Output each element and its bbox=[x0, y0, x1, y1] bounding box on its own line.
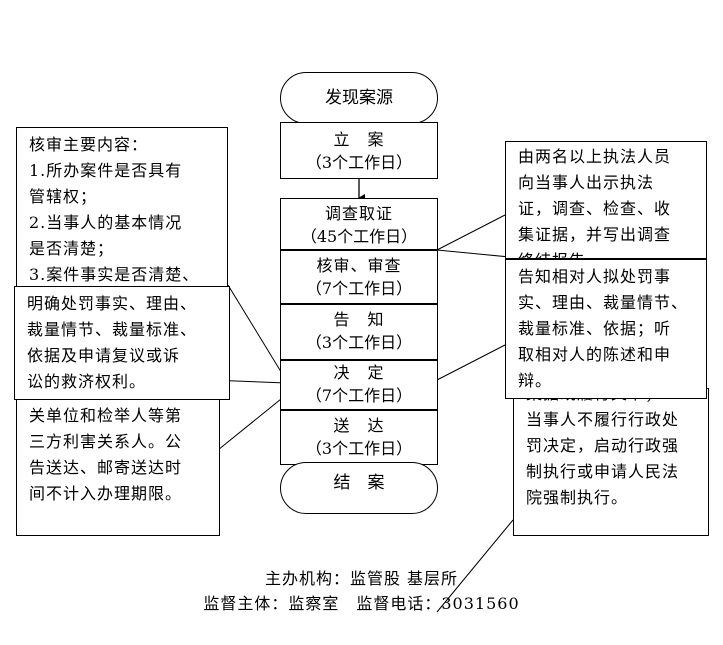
footer-supervision: 监督主体：监察室 监督电话：3031560 bbox=[203, 594, 520, 613]
step-duration: （7个工作日） bbox=[305, 279, 413, 298]
note-line: 当事人不履行行政处 bbox=[526, 410, 680, 429]
note-closing: 案据或履行文书； 当事人不履行行政处 罚决定，启动行政强 制执行或申请人民法 院… bbox=[513, 388, 709, 536]
step-notify: 告 知 （3个工作日） bbox=[280, 304, 438, 360]
step-title: 告 知 bbox=[333, 310, 385, 329]
note-line: 裁量情节、裁量标准、 bbox=[27, 320, 198, 339]
note-line: 集证据，并写出调查 bbox=[518, 225, 672, 244]
note-line: 向当事人出示执法 bbox=[518, 173, 655, 192]
note-line: 关单位和检举人等第 bbox=[29, 406, 183, 425]
note-line: 罚决定，启动行政强 bbox=[526, 436, 680, 455]
note-line: 裁量标准、依据；听 bbox=[518, 319, 672, 338]
note-line: 核审主要内容： bbox=[29, 135, 149, 154]
step-delivery: 送 达 （3个工作日） bbox=[280, 410, 438, 465]
note-line: 终结报告 bbox=[518, 248, 698, 258]
note-decision: 明确处罚事实、理由、 裁量情节、裁量标准、 依据及申请复议或诉 讼的救济权利。 bbox=[14, 286, 230, 400]
note-investigation: 由两名以上执法人员 向当事人出示执法 证，调查、检查、收 集证据，并写出调查 终… bbox=[505, 141, 707, 259]
note-line: 讼的救济权利。 bbox=[27, 372, 147, 391]
note-line: 明确处罚事实、理由、 bbox=[27, 294, 198, 313]
step-duration: （3个工作日） bbox=[305, 439, 413, 458]
note-line: 辩。 bbox=[518, 371, 553, 390]
footer-organizer: 主办机构：监管股 基层所 bbox=[264, 569, 459, 588]
callout-delivery-tail bbox=[217, 394, 287, 451]
step-filing: 立 案 （3个工作日） bbox=[280, 122, 438, 179]
step-review: 核审、审查 （7个工作日） bbox=[280, 250, 438, 304]
note-notify: 告知相对人拟处罚事 实、理由、裁量情节、 裁量标准、依据；听 取相对人的陈述和申… bbox=[505, 259, 707, 399]
flow-start-label: 发现案源 bbox=[325, 88, 393, 108]
step-decision: 决 定 （7个工作日） bbox=[280, 360, 438, 410]
note-line: 告知相对人拟处罚事 bbox=[518, 267, 672, 286]
step-title: 立 案 bbox=[333, 130, 385, 149]
note-line: 制执行或申请人民法 bbox=[526, 462, 680, 481]
flow-start: 发现案源 bbox=[280, 72, 438, 124]
note-line: 证，调查、检查、收 bbox=[518, 199, 672, 218]
note-line: 间不计入办理期限。 bbox=[29, 484, 183, 503]
note-line: 告送达、邮寄送达时 bbox=[29, 458, 183, 477]
step-duration: （45个工作日） bbox=[300, 227, 418, 246]
step-duration: （3个工作日） bbox=[305, 153, 413, 172]
note-line: 是否清楚； bbox=[29, 239, 115, 258]
flow-end-label: 结 案 bbox=[333, 473, 385, 493]
step-title: 送 达 bbox=[333, 416, 385, 435]
note-line: 取相对人的陈述和申 bbox=[518, 345, 672, 364]
step-duration: （7个工作日） bbox=[305, 386, 413, 405]
note-delivery: 送达当事人，告知相 关单位和检举人等第 三方利害关系人。公 告送达、邮寄送达时 … bbox=[16, 392, 220, 536]
note-line: 实、理由、裁量情节、 bbox=[518, 293, 689, 312]
step-duration: （3个工作日） bbox=[305, 333, 413, 352]
note-line: 依据及申请复议或诉 bbox=[27, 346, 181, 365]
callout-notify-tail bbox=[436, 344, 506, 381]
callout-investigation-tail bbox=[436, 214, 506, 251]
note-line: 2.当事人的基本情况 bbox=[29, 213, 183, 232]
note-line: 管辖权； bbox=[29, 187, 98, 206]
note-line: 三方利害关系人。公 bbox=[29, 432, 183, 451]
note-line: 1.所办案件是否具有 bbox=[29, 161, 183, 180]
note-line: 3.案件事实是否清楚、 bbox=[29, 265, 200, 284]
step-title: 调查取证 bbox=[324, 204, 393, 223]
callout-review-tail bbox=[227, 284, 287, 381]
flow-end: 结 案 bbox=[280, 462, 438, 514]
note-line: 院强制执行。 bbox=[526, 488, 629, 507]
step-investigation: 调查取证 （45个工作日） bbox=[280, 198, 438, 250]
callout-closing-tail bbox=[436, 519, 514, 613]
note-line: 由两名以上执法人员 bbox=[518, 147, 672, 166]
note-review-content: 核审主要内容： 1.所办案件是否具有 管辖权； 2.当事人的基本情况 是否清楚；… bbox=[16, 127, 228, 293]
step-title: 决 定 bbox=[333, 363, 385, 382]
step-title: 核审、审查 bbox=[316, 256, 402, 275]
